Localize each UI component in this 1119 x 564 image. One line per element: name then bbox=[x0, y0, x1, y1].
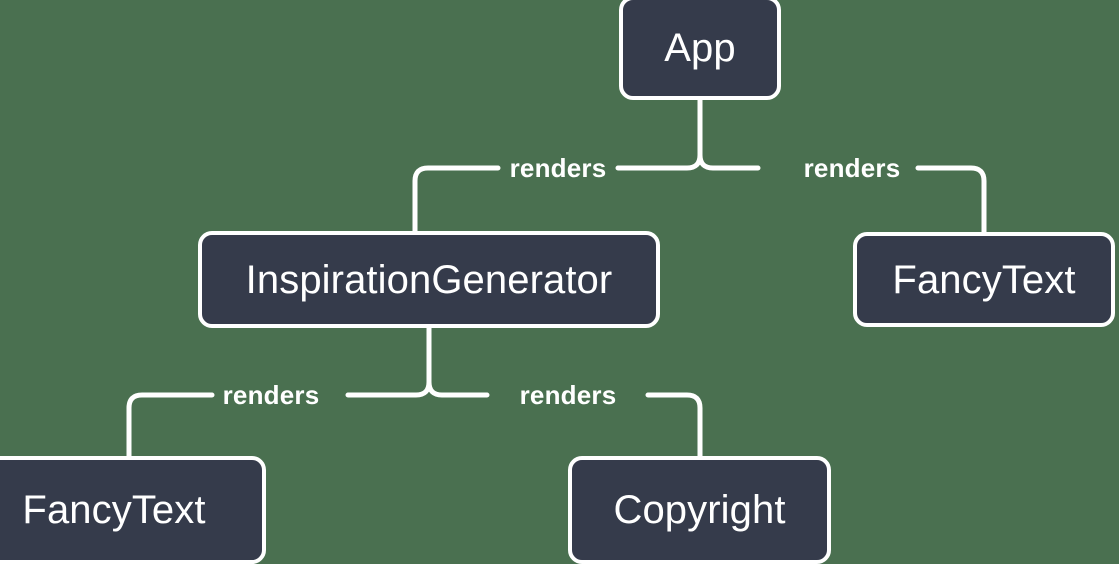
edge-ig-to-copyright-seg bbox=[645, 392, 703, 459]
edge-label-app-to-inspiration-generator: renders bbox=[509, 153, 607, 183]
edge-ig-junction-right bbox=[426, 379, 490, 398]
edge-app-junction-right bbox=[697, 152, 761, 171]
edge-label-inspiration-generator-to-fancytext-left: renders bbox=[222, 380, 320, 410]
edge-ig-to-fancytext-left-seg bbox=[126, 392, 215, 459]
node-inspiration-generator-label: InspirationGenerator bbox=[245, 257, 613, 302]
node-copyright-label: Copyright bbox=[613, 488, 786, 532]
node-fancytext-right-label: FancyText bbox=[892, 257, 1076, 302]
edge-label-inspiration-generator-to-copyright: renders bbox=[519, 380, 617, 410]
node-app-label: App bbox=[664, 26, 736, 70]
edge-app-to-fancytext-right-seg bbox=[915, 165, 987, 235]
node-fancytext-left[interactable]: FancyText bbox=[0, 456, 266, 564]
node-fancytext-left-label: FancyText bbox=[22, 488, 206, 532]
node-inspiration-generator[interactable]: InspirationGenerator bbox=[198, 231, 660, 328]
node-fancytext-right[interactable]: FancyText bbox=[853, 232, 1115, 327]
edge-ig-junction-left bbox=[345, 379, 432, 398]
node-app[interactable]: App bbox=[619, 0, 781, 100]
edge-app-junction-left bbox=[615, 152, 703, 171]
node-copyright[interactable]: Copyright bbox=[568, 456, 831, 564]
edge-label-app-to-fancytext-right: renders bbox=[803, 153, 901, 183]
edge-app-to-inspiration-left-seg bbox=[412, 165, 501, 234]
